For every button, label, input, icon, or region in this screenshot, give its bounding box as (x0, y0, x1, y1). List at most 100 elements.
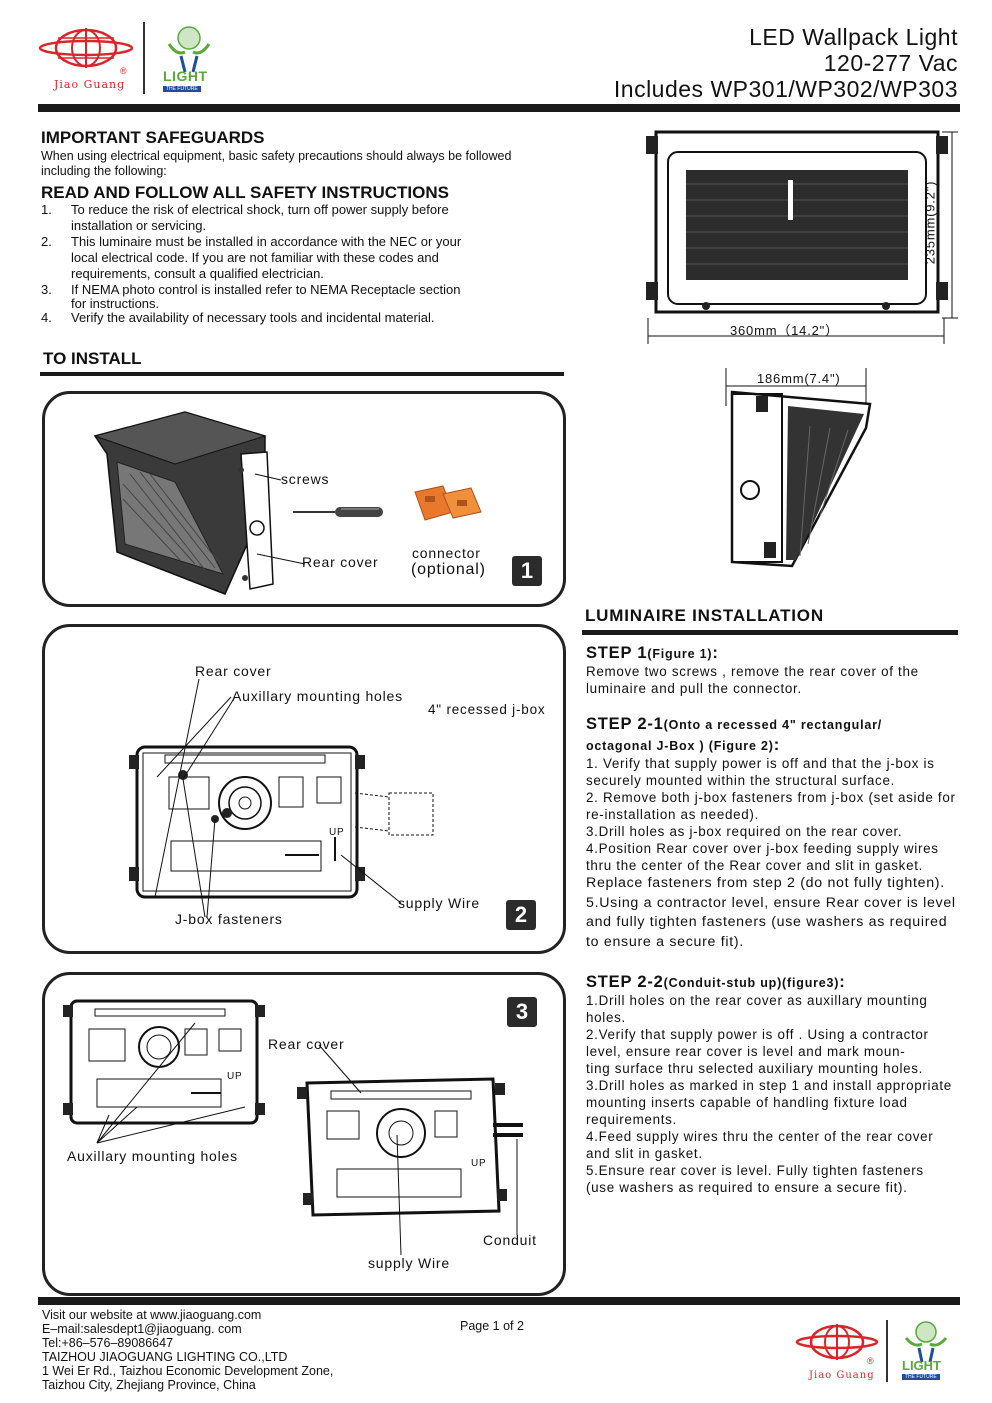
figure-1-badge: 1 (512, 556, 542, 586)
step1-line-2: luminaire and pull the connector. (586, 681, 802, 696)
step21-block: STEP 2-1(Onto a recessed 4" rectangular/… (586, 715, 990, 952)
dim-height-label: 235mm(9.2") (922, 180, 938, 265)
footer-brand-mark: ® (867, 1356, 874, 1366)
step21-line-5: 3.Drill holes as j-box required on the r… (586, 824, 903, 839)
luminaire-heading: LUMINAIRE INSTALLATION (585, 606, 824, 625)
step1-line-1: Remove two screws , remove the rear cove… (586, 664, 919, 679)
connector-icon (414, 485, 482, 521)
fig3-conduit-label: Conduit (483, 1232, 537, 1248)
title-models: Includes WP301/WP302/WP303 (613, 76, 958, 102)
step21-heading-2: octagonal J-Box ) (Figure 2): (586, 736, 780, 754)
fig1-optional-label: (optional) (411, 561, 486, 578)
rear-cover-drawing (129, 678, 434, 918)
step22-line-7: mounting inserts capable of handling fix… (586, 1095, 908, 1110)
screwdriver-icon (293, 507, 383, 517)
figure-2-badge: 2 (506, 900, 536, 930)
fig2-supply-wire-label: supply Wire (398, 895, 480, 911)
header-rule (38, 104, 960, 112)
fig1-screws-label: screws (281, 471, 330, 487)
figure-3-badge: 3 (507, 997, 537, 1027)
footer-brand-text: Jiao Guang (809, 1370, 875, 1381)
footer-address-1: 1 Wei Er Rd., Taizhou Economic Developme… (42, 1364, 334, 1378)
footer-email: E–mail:salesdept1@jiaoguang. com (42, 1322, 242, 1336)
to-install-heading: TO INSTALL (43, 349, 142, 368)
step21-line-2: securely mounted within the structural s… (586, 773, 896, 788)
header-logo-divider (143, 22, 145, 94)
step22-line-5: ting surface thru selected auxiliary mou… (586, 1061, 924, 1076)
step21-line-4: re-installation as needed). (586, 807, 759, 822)
logo2-text: LIGHT (163, 68, 208, 84)
footer-jiaoguang-logo-icon (795, 1324, 879, 1360)
luminaire-3d-drawing (93, 411, 306, 595)
step22-line-6: 3.Drill holes as marked in step 1 and in… (586, 1078, 952, 1093)
title-voltage: 120-277 Vac (823, 50, 958, 76)
step21-line-10: and fully tighten fasteners (use washers… (586, 914, 948, 930)
step21-line-7: thru the center of the Rear cover and sl… (586, 858, 924, 873)
brand-text: Jiao Guang (54, 78, 126, 91)
fig2-up-label: UP (329, 827, 345, 838)
header-logo-jiaoguang: Jiao Guang ® (38, 22, 138, 97)
fig1-rear-cover-label: Rear cover (302, 554, 379, 570)
step22-heading: STEP 2-2(Conduit-stub up)(figure3): (586, 973, 846, 991)
light-the-future-logo-icon (167, 26, 211, 73)
figure-1-panel (42, 391, 566, 607)
fig3-up-label-1: UP (227, 1071, 243, 1082)
fig3-up-label-2: UP (471, 1158, 487, 1169)
step21-line-11: to ensure a secure fit). (586, 933, 744, 950)
fig2-jbox-fasteners-label: J-box fasteners (175, 911, 283, 927)
safety-list: 1. To reduce the risk of electrical shoc… (41, 202, 561, 326)
step21-line-1: 1. Verify that supply power is off and t… (586, 756, 935, 771)
footer-contact: Visit our website at www.jiaoguang.com E… (42, 1308, 333, 1392)
footer-logo2-text: LIGHT (902, 1358, 941, 1373)
footer-logo-light: LIGHT THE FUTURE (894, 1316, 958, 1388)
step22-line-11: 5.Ensure rear cover is level. Fully tigh… (586, 1163, 924, 1178)
safety-item-2: 2. This luminaire must be installed in a… (41, 234, 462, 281)
footer-website: Visit our website at www.jiaoguang.com (42, 1308, 262, 1322)
step21-line-9: 5.Using a contractor level, ensure Rear … (586, 894, 956, 911)
safety-item-1: 1. To reduce the risk of electrical shoc… (41, 202, 449, 233)
footer-address-2: Taizhou City, Zhejiang Province, China (42, 1378, 256, 1392)
safeguards-heading: IMPORTANT SAFEGUARDS (41, 128, 265, 147)
safety-item-3: 3. If NEMA photo control is installed re… (41, 282, 461, 311)
fig2-rear-cover-label: Rear cover (195, 663, 272, 679)
safeguards-intro-1: When using electrical equipment, basic s… (41, 149, 512, 163)
step22-line-9: 4.Feed supply wires thru the center of t… (586, 1129, 934, 1144)
fig3-supply-wire-label: supply Wire (368, 1255, 450, 1271)
step1-heading: STEP 1(Figure 1): (586, 644, 719, 662)
dim-width-label: 360mm（14.2"） (730, 323, 839, 338)
read-follow-heading: READ AND FOLLOW ALL SAFETY INSTRUCTIONS (41, 183, 449, 202)
step22-block: STEP 2-2(Conduit-stub up)(figure3): 1.Dr… (586, 973, 990, 1196)
side-dimension-drawing (725, 368, 872, 568)
step1-block: STEP 1(Figure 1): Remove two screws , re… (586, 644, 990, 697)
footer-logo2-sub: THE FUTURE (902, 1374, 940, 1380)
footer-rule (38, 1297, 960, 1305)
fig3-aux-holes-label: Auxillary mounting holes (67, 1148, 238, 1164)
step21-heading: STEP 2-1(Onto a recessed 4" rectangular/ (586, 715, 883, 733)
step22-line-10: and slit in gasket. (586, 1146, 703, 1161)
brand-registered-mark: ® (120, 66, 127, 76)
step22-line-4: level, ensure rear cover is level and ma… (586, 1044, 906, 1059)
step22-line-8: requirements. (586, 1112, 677, 1127)
step22-line-1: 1.Drill holes on the rear cover as auxil… (586, 993, 928, 1008)
dim-depth-label: 186mm(7.4") (757, 371, 841, 386)
figure-3-panel (42, 972, 566, 1296)
footer-light-logo-icon (904, 1321, 948, 1363)
footer-page-number: Page 1 of 2 (460, 1319, 524, 1333)
step22-line-12: (use washers as required to ensure a sec… (586, 1180, 908, 1195)
fig2-aux-holes-label: Auxillary mounting holes (232, 688, 403, 704)
logo2-sub: THE FUTURE (163, 86, 201, 92)
step21-line-6: 4.Position Rear cover over j-box feeding… (586, 841, 939, 856)
header-logo-light: LIGHT THE FUTURE (155, 22, 225, 97)
safeguards-intro-2: including the following: (41, 164, 167, 178)
footer-company: TAIZHOU JIAOGUANG LIGHTING CO.,LTD (42, 1350, 288, 1364)
footer-logo-divider (886, 1320, 888, 1382)
step22-line-2: holes. (586, 1010, 626, 1025)
step21-line-8: Replace fasteners from step 2 (do not fu… (586, 875, 945, 891)
step21-line-3: 2. Remove both j-box fasteners from j-bo… (586, 790, 956, 805)
figure-2-panel (42, 624, 566, 954)
footer-tel: Tel:+86–576–89086647 (42, 1336, 174, 1350)
step22-line-3: 2.Verify that supply power is off . Usin… (586, 1027, 929, 1042)
conduit-install-drawing (63, 999, 523, 1256)
front-dimension-drawing (646, 130, 958, 344)
to-install-rule (40, 372, 564, 376)
